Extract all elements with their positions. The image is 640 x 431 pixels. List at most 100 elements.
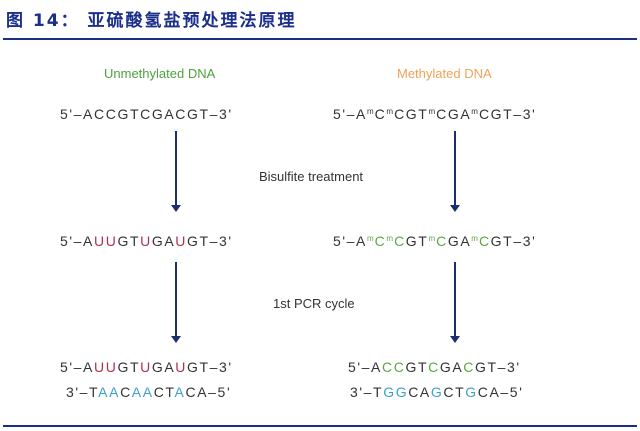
strand-end-label: –3' bbox=[209, 359, 233, 375]
nucleotide-base: A bbox=[197, 384, 209, 400]
nucleotide-base: A bbox=[164, 106, 176, 122]
nucleotide-base: T bbox=[199, 233, 210, 249]
nucleotide-base: A bbox=[83, 359, 94, 375]
nucleotide-base: C bbox=[393, 359, 406, 375]
strand-end-label: 5'– bbox=[333, 233, 357, 249]
strand-end-label: –5' bbox=[500, 384, 524, 400]
nucleotide-base: G bbox=[405, 233, 419, 249]
nucleotide-base: mC bbox=[428, 106, 448, 122]
nucleotide-base: G bbox=[395, 384, 409, 400]
nucleotide-base: A bbox=[356, 106, 367, 122]
nucleotide-base: mC bbox=[386, 106, 406, 122]
nucleotide-base: G bbox=[490, 106, 504, 122]
nucleotide-base: T bbox=[418, 106, 429, 122]
methylated-pcr-top-strand: 5'–ACCGTCGACGT–3' bbox=[348, 359, 521, 375]
strand-end-label: –3' bbox=[513, 233, 537, 249]
nucleotide-base: C bbox=[94, 106, 106, 122]
nucleotide-base: G bbox=[474, 359, 488, 375]
nucleotide-base: G bbox=[490, 233, 504, 249]
nucleotide-base: A bbox=[164, 233, 176, 249]
nucleotide-base: A bbox=[452, 359, 464, 375]
nucleotide-base: U bbox=[105, 233, 118, 249]
strand-end-label: 3'– bbox=[66, 384, 90, 400]
nucleotide-base: U bbox=[175, 233, 187, 249]
nucleotide-base: G bbox=[447, 233, 461, 249]
nucleotide-base: T bbox=[165, 384, 175, 400]
strand-end-label: –5' bbox=[208, 384, 232, 400]
nucleotide-base: C bbox=[408, 384, 420, 400]
nucleotide-base: C bbox=[477, 384, 490, 400]
nucleotide-base: U bbox=[105, 359, 118, 375]
nucleotide-base: mC bbox=[428, 233, 448, 249]
nucleotide-base: G bbox=[430, 384, 444, 400]
unmethylated-bisulfite-sequence: 5'–AUUGTUGAUGT–3' bbox=[60, 233, 233, 249]
nucleotide-base: A bbox=[164, 359, 176, 375]
nucleotide-base: C bbox=[105, 106, 118, 122]
nucleotide-base: G bbox=[151, 233, 165, 249]
nucleotide-base: A bbox=[489, 384, 501, 400]
nucleotide-base: A bbox=[460, 106, 472, 122]
nucleotide-base: T bbox=[418, 233, 429, 249]
nucleotide-base: U bbox=[94, 233, 106, 249]
methylated-pcr-bottom-strand: 3'–TGGCAGCTGCA–5' bbox=[350, 384, 523, 400]
nucleotide-base: T bbox=[129, 106, 141, 122]
nucleotide-base: A bbox=[356, 233, 367, 249]
strand-end-label: 3'– bbox=[350, 384, 374, 400]
nucleotide-base: A bbox=[83, 106, 94, 122]
nucleotide-base: G bbox=[186, 359, 200, 375]
nucleotide-base: G bbox=[186, 106, 200, 122]
nucleotide-base: A bbox=[142, 384, 154, 400]
nucleotide-base: T bbox=[373, 384, 384, 400]
nucleotide-base: mC bbox=[471, 233, 491, 249]
nucleotide-base: mC bbox=[471, 106, 491, 122]
nucleotide-base: T bbox=[199, 106, 210, 122]
nucleotide-base: U bbox=[140, 233, 152, 249]
nucleotide-base: G bbox=[151, 106, 165, 122]
nucleotide-base: T bbox=[89, 384, 99, 400]
pcr-cycle-label: 1st PCR cycle bbox=[273, 296, 355, 311]
nucleotide-base: G bbox=[383, 384, 396, 400]
methylated-bisulfite-sequence: 5'–AmCmCGTmCGAmCGT–3' bbox=[333, 233, 536, 249]
nucleotide-base: T bbox=[199, 359, 210, 375]
nucleotide-base: mC bbox=[367, 106, 387, 122]
nucleotide-base: G bbox=[439, 359, 453, 375]
nucleotide-base: G bbox=[405, 106, 419, 122]
figure-title: 图 14： 亚硫酸氢盐预处理法原理 bbox=[6, 11, 297, 31]
nucleotide-base: A bbox=[371, 359, 382, 375]
methylated-original-sequence: 5'–AmCmCGTmCGAmCGT–3' bbox=[333, 106, 536, 122]
unmethylated-dna-label: Unmethylated DNA bbox=[104, 66, 216, 81]
nucleotide-base: T bbox=[129, 233, 141, 249]
nucleotide-base: mC bbox=[367, 233, 387, 249]
nucleotide-base: A bbox=[419, 384, 431, 400]
nucleotide-base: A bbox=[460, 233, 472, 249]
unmethylated-pcr-bottom-strand: 3'–TAACAACTACA–5' bbox=[66, 384, 231, 400]
nucleotide-base: C bbox=[463, 359, 475, 375]
nucleotide-base: T bbox=[503, 233, 514, 249]
title-divider bbox=[3, 38, 637, 40]
nucleotide-base: A bbox=[98, 384, 110, 400]
down-arrow-icon bbox=[171, 262, 181, 343]
nucleotide-base: C bbox=[443, 384, 456, 400]
nucleotide-base: G bbox=[447, 106, 461, 122]
strand-end-label: –3' bbox=[209, 106, 233, 122]
nucleotide-base: U bbox=[94, 359, 106, 375]
unmethylated-pcr-top-strand: 5'–AUUGTUGAUGT–3' bbox=[60, 359, 233, 375]
strand-end-label: –3' bbox=[497, 359, 521, 375]
down-arrow-icon bbox=[171, 131, 181, 212]
strand-end-label: 5'– bbox=[333, 106, 357, 122]
nucleotide-base: T bbox=[129, 359, 141, 375]
strand-end-label: 5'– bbox=[60, 359, 84, 375]
strand-end-label: 5'– bbox=[348, 359, 372, 375]
nucleotide-base: G bbox=[117, 106, 130, 122]
strand-end-label: 5'– bbox=[60, 233, 84, 249]
nucleotide-base: C bbox=[140, 106, 152, 122]
nucleotide-base: C bbox=[185, 384, 198, 400]
unmethylated-original-sequence: 5'–ACCGTCGACGT–3' bbox=[60, 106, 233, 122]
nucleotide-base: A bbox=[131, 384, 143, 400]
strand-end-label: –3' bbox=[209, 233, 233, 249]
nucleotide-base: T bbox=[455, 384, 466, 400]
strand-end-label: –3' bbox=[513, 106, 537, 122]
methylated-dna-label: Methylated DNA bbox=[397, 66, 492, 81]
nucleotide-base: G bbox=[186, 233, 200, 249]
nucleotide-base: G bbox=[405, 359, 418, 375]
